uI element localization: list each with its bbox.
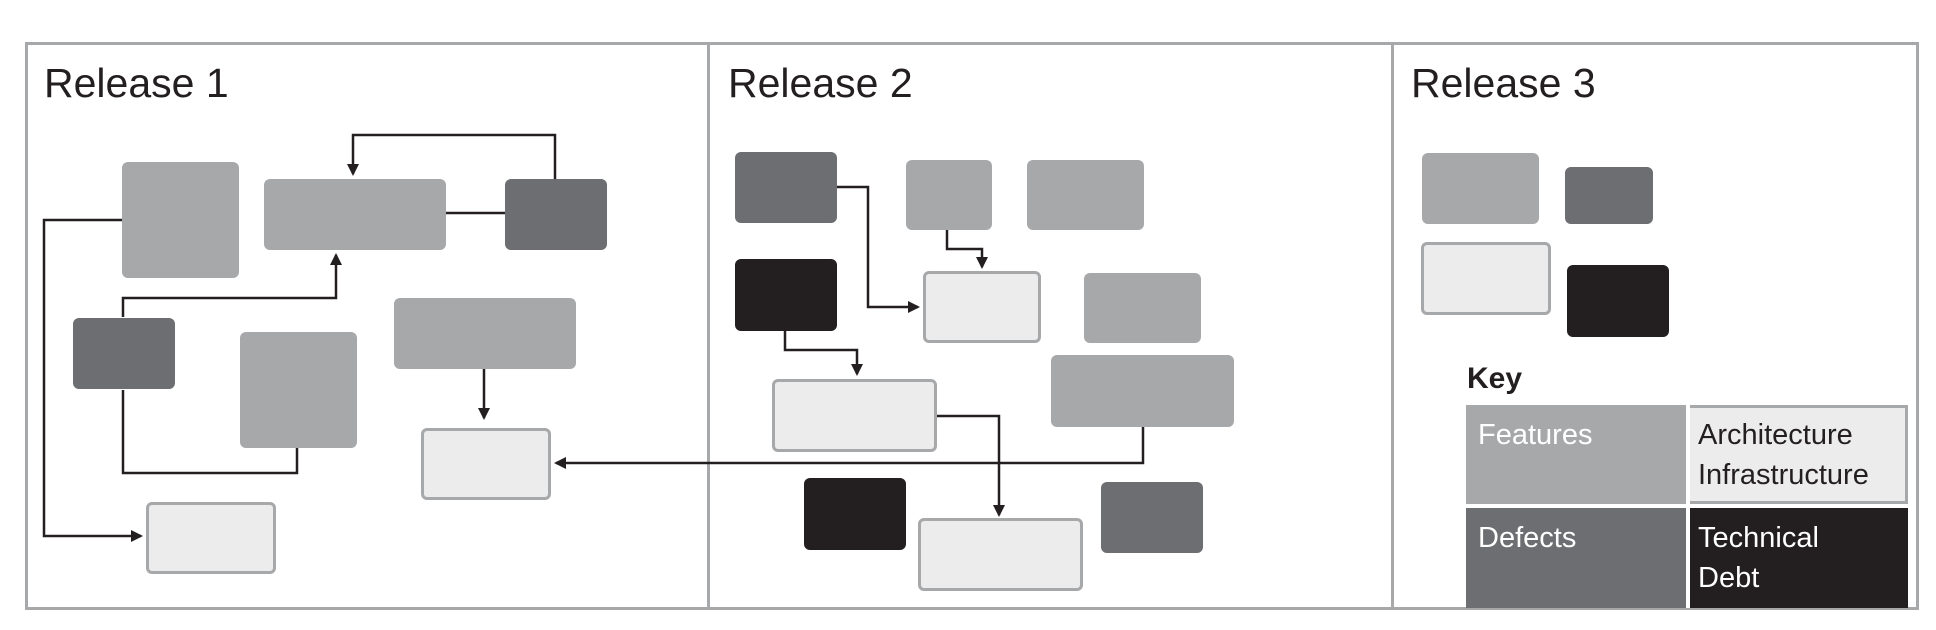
defect-block bbox=[505, 179, 607, 250]
feature-block bbox=[906, 160, 992, 230]
architecture-block bbox=[146, 502, 276, 574]
connector-r1-defect-to-wide-upper bbox=[121, 253, 342, 317]
legend-defects: Defects bbox=[1466, 508, 1686, 608]
legend-architecture-label: Architecture bbox=[1698, 419, 1853, 451]
connector-r1-defect-to-wide bbox=[347, 133, 557, 180]
release-1-title: Release 1 bbox=[44, 60, 229, 106]
architecture-block bbox=[923, 271, 1041, 343]
feature-block bbox=[122, 162, 239, 278]
connector-r1-defect-loop bbox=[121, 390, 299, 475]
connector-r2-feature-to-arch bbox=[945, 230, 988, 269]
architecture-block bbox=[772, 379, 937, 452]
connector-r2-debt-to-arch bbox=[783, 331, 863, 376]
release-divider-1-2 bbox=[707, 42, 710, 610]
architecture-block bbox=[1421, 242, 1551, 315]
release-3-title: Release 3 bbox=[1411, 60, 1596, 106]
defect-block bbox=[1565, 167, 1653, 224]
release-2-title: Release 2 bbox=[728, 60, 913, 106]
connector-r2-defect-to-arch bbox=[836, 185, 920, 313]
feature-block bbox=[1422, 153, 1539, 224]
feature-block bbox=[1051, 355, 1234, 427]
legend-title: Key bbox=[1467, 362, 1523, 395]
defect-block bbox=[735, 152, 837, 223]
feature-block bbox=[240, 332, 357, 448]
legend-separator-horizontal bbox=[1466, 504, 1908, 508]
connector-r1-feature-to-bottom bbox=[42, 218, 143, 542]
technical-debt-block bbox=[804, 478, 906, 550]
legend-architecture-infrastructure: Architecture Infrastructure bbox=[1686, 405, 1908, 504]
legend-infrastructure-label: Infrastructure bbox=[1698, 459, 1869, 491]
feature-block bbox=[264, 179, 446, 250]
connector-r2-feature-to-r1-arch bbox=[554, 426, 1145, 469]
feature-block bbox=[1027, 160, 1144, 230]
legend-debt-label: Debt bbox=[1698, 562, 1760, 594]
architecture-block bbox=[421, 428, 551, 500]
legend-technical-debt: Technical Debt bbox=[1686, 508, 1908, 608]
defect-block bbox=[73, 318, 175, 389]
legend-defects-label: Defects bbox=[1478, 522, 1577, 554]
release-board-frame bbox=[25, 42, 1919, 610]
release-divider-2-3 bbox=[1391, 42, 1394, 610]
legend-technical-label: Technical bbox=[1698, 522, 1819, 554]
technical-debt-block bbox=[735, 259, 837, 331]
feature-block bbox=[1084, 273, 1201, 343]
feature-block bbox=[394, 298, 576, 369]
architecture-block bbox=[918, 518, 1083, 591]
defect-block bbox=[1101, 482, 1203, 553]
connector-r2-arch-to-arch bbox=[935, 414, 1005, 517]
legend-features-label: Features bbox=[1478, 419, 1593, 451]
technical-debt-block bbox=[1567, 265, 1669, 337]
legend-features: Features bbox=[1466, 405, 1686, 504]
